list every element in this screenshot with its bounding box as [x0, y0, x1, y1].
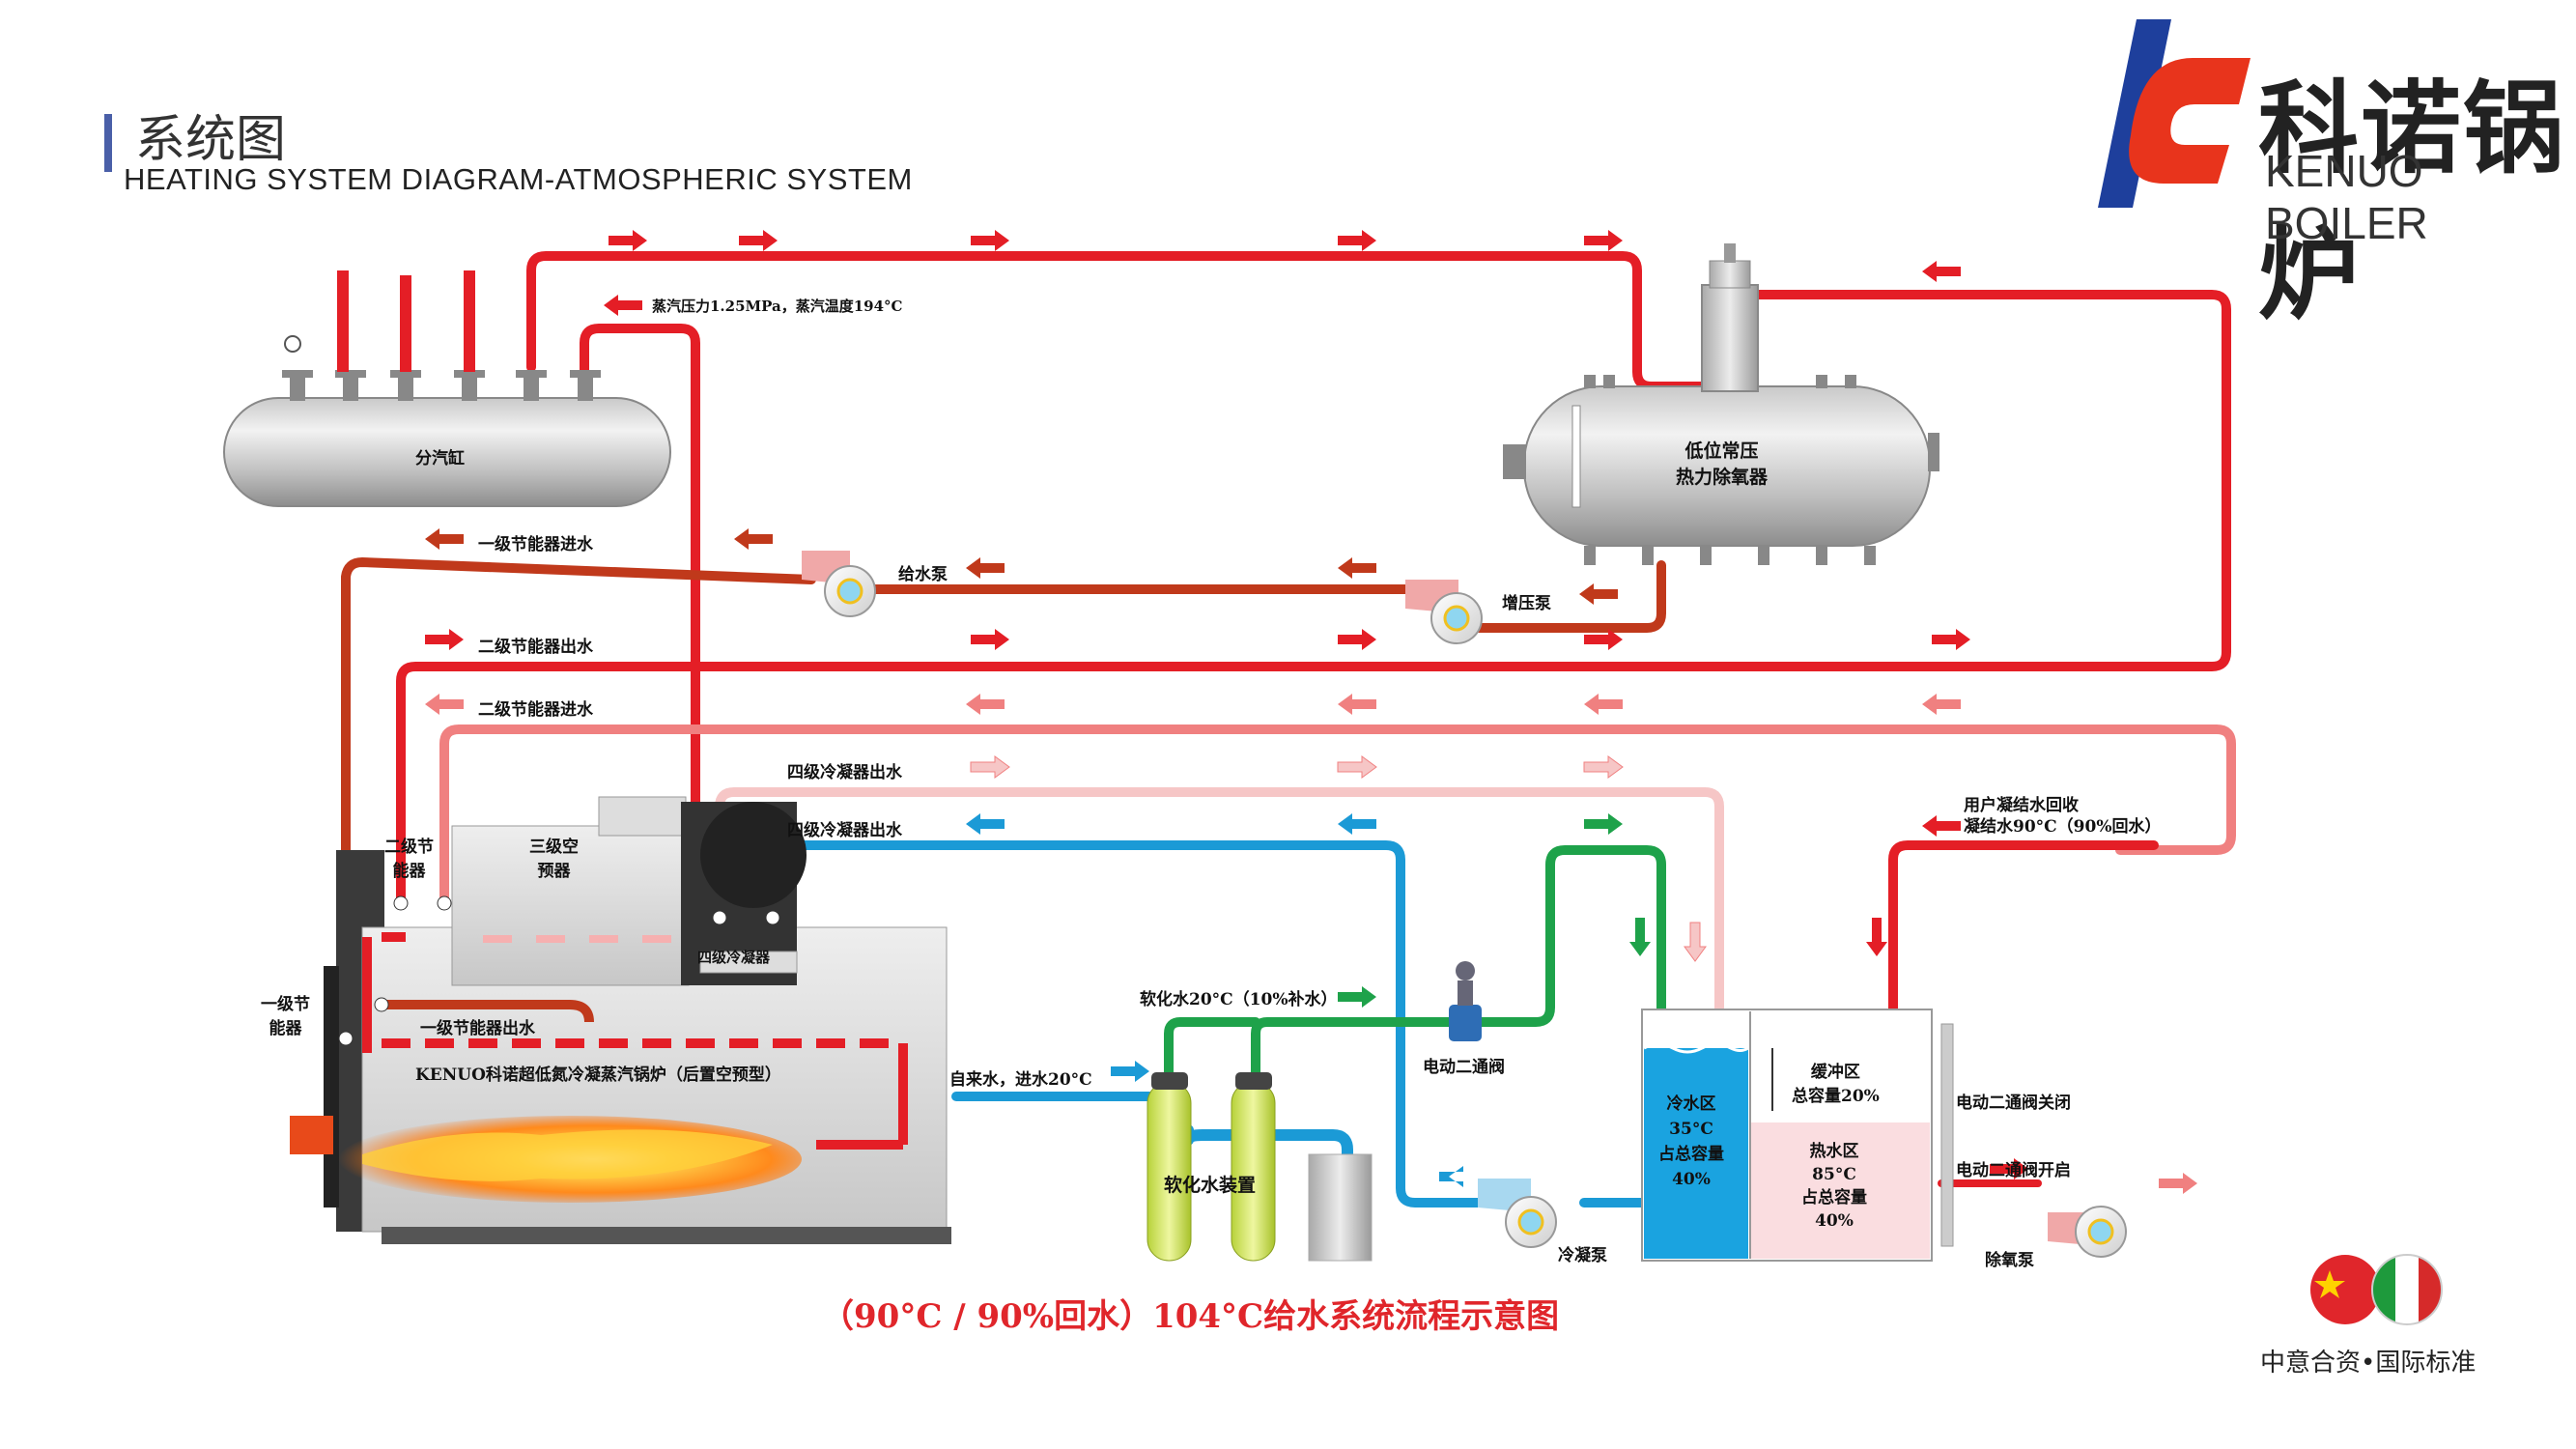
- pump-icon: [1478, 1179, 1557, 1248]
- cond-pump-label: 冷凝泵: [1558, 1246, 1607, 1265]
- pipe-econ2-out: [396, 290, 2231, 908]
- cond4-out-top-label: 四级冷凝器出水: [787, 763, 902, 782]
- pipe-condensate: [1888, 840, 2159, 1014]
- air-preheater-label: 三级空 预器: [529, 838, 579, 881]
- deaerator-tank: [1503, 243, 1939, 565]
- deaerator-pump-label: 除氧泵: [1985, 1251, 2034, 1270]
- steam-header-label: 分汽缸: [415, 449, 465, 469]
- econ1-out-label: 一级节能器出水: [420, 1019, 535, 1038]
- valve-closed-label: 电动二通阀关闭: [1956, 1094, 2071, 1113]
- pipe-softened: [1251, 845, 1666, 1077]
- joint-venture-text: 中意合资•国际标准: [2260, 1349, 2477, 1378]
- cond4-out-blue-label: 四级冷凝器出水: [787, 821, 902, 840]
- pipe-cond4-out: [715, 787, 1724, 1014]
- pipe-network: [341, 251, 2236, 1208]
- china-flag-icon: [2310, 1255, 2380, 1324]
- arrow-icon: [425, 230, 2197, 1194]
- hot-well-tank: [1641, 1009, 1954, 1262]
- softener-label: 软化水装置: [1164, 1175, 1257, 1196]
- page-title: 系统图: [135, 111, 287, 169]
- pump-icon: [1405, 580, 1483, 644]
- pipe-steam-boiler: [580, 324, 700, 980]
- page-subtitle: HEATING SYSTEM DIAGRAM-ATMOSPHERIC SYSTE…: [124, 162, 913, 196]
- econ1-in-label: 一级节能器进水: [478, 535, 593, 554]
- feed-pump-label: 给水泵: [898, 565, 948, 584]
- cond4-body-label: 四级冷凝器: [697, 949, 771, 966]
- booster-pump-label: 增压泵: [1502, 594, 1551, 613]
- econ2-in-label: 二级节能器进水: [478, 700, 593, 720]
- boiler-name-label: KENUO科诺超低氮冷凝蒸汽锅炉（后置空预型）: [415, 1065, 781, 1085]
- tap-water-label: 自来水，进水20°C: [949, 1070, 1092, 1090]
- pipe-econ2-in: [439, 724, 2236, 908]
- softened-water-label: 软化水20°C（10%补水）: [1140, 990, 1338, 1009]
- econ2-body-label: 二级节 能器: [384, 838, 434, 881]
- cold-zone-label: 冷水区 35°C 占总容量 40%: [1658, 1094, 1724, 1189]
- italy-flag-icon: [2371, 1254, 2443, 1325]
- pump-icon: [802, 551, 876, 617]
- pump-icon: [2048, 1206, 2127, 1258]
- pipe-steam-main: [526, 251, 1734, 391]
- diagram-caption: （90°C / 90%回水）104°C给水系统流程示意图: [821, 1297, 1560, 1336]
- logo-name-en: KENUO BOILER: [2265, 146, 2428, 248]
- econ2-out-label: 二级节能器出水: [478, 638, 593, 657]
- buffer-zone-label: 缓冲区 总容量20%: [1792, 1063, 1880, 1106]
- hot-zone-label: 热水区 85°C 占总容量 40%: [1801, 1142, 1867, 1231]
- water-softener: [1146, 1072, 1373, 1262]
- steam-header: [223, 270, 671, 507]
- deaerator-label: 低位常压 热力除氧器: [1676, 440, 1769, 488]
- motor-valve-icon: [1449, 961, 1482, 1041]
- valve-open-label: 电动二通阀开启: [1956, 1161, 2071, 1180]
- title-accent-bar: [104, 114, 112, 172]
- kenuo-logo: [2098, 19, 2250, 208]
- steam-param-label: 蒸汽压力1.25MPa，蒸汽温度194°C: [652, 298, 903, 315]
- econ1-body-label: 一级节 能器: [261, 995, 310, 1038]
- condensate-return-label: 用户凝结水回收 凝结水90°C（90%回水）: [1964, 796, 2162, 837]
- motor-valve-label: 电动二通阀: [1423, 1058, 1505, 1077]
- boiler-body: [290, 796, 951, 1244]
- logo-name-cn: 科诺锅炉: [2258, 70, 2566, 333]
